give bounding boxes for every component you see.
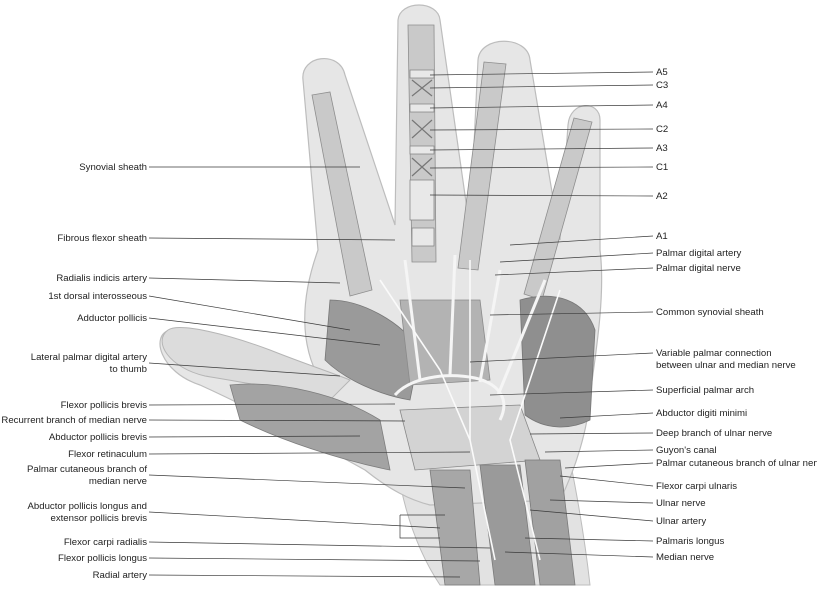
label-a5: A5 [656,67,668,78]
label-recurrent-branch-median-nerve: Recurrent branch of median nerve [1,415,147,426]
palmar-hand-illustration [160,5,602,585]
label-palmaris-longus: Palmaris longus [656,536,724,547]
label-fibrous-flexor-sheath: Fibrous flexor sheath [57,233,147,244]
leader-c3 [430,85,653,88]
leader-a4 [430,105,653,108]
label-guyons-canal: Guyon's canal [656,445,717,456]
label-adductor-pollicis: Adductor pollicis [77,313,147,324]
label-palmar-digital-artery: Palmar digital artery [656,248,742,259]
label-flexor-pollicis-brevis: Flexor pollicis brevis [61,400,148,411]
leader-palmar-cutaneous-branch-ulnar [565,463,653,468]
label-radial-artery: Radial artery [93,570,148,581]
label-common-synovial-sheath: Common synovial sheath [656,307,764,318]
label-flexor-carpi-ulnaris: Flexor carpi ulnaris [656,481,737,492]
label-synovial-sheath: Synovial sheath [79,162,147,173]
label-a1: A1 [656,231,668,242]
label-deep-branch-ulnar-nerve: Deep branch of ulnar nerve [656,428,772,439]
label-c1: C1 [656,162,668,173]
label-flexor-pollicis-longus: Flexor pollicis longus [58,553,147,564]
label-flexor-retinaculum: Flexor retinaculum [68,449,147,460]
label-palmar-cutaneous-branch-ulnar: Palmar cutaneous branch of ulnar nerve [656,458,817,469]
label-superficial-palmar-arch: Superficial palmar arch [656,385,754,396]
label-first-dorsal-interosseous: 1st dorsal interosseous [48,291,147,302]
label-flexor-carpi-radialis: Flexor carpi radialis [64,537,147,548]
label-ulnar-artery: Ulnar artery [656,516,706,527]
label-abductor-digiti-minimi: Abductor digiti minimi [656,408,747,419]
label-palmar-digital-nerve: Palmar digital nerve [656,263,741,274]
label-a3: A3 [656,143,668,154]
leader-radial-artery [149,575,460,577]
label-radialis-indicis-artery: Radialis indicis artery [56,273,147,284]
label-c3: C3 [656,80,668,91]
label-a4: A4 [656,100,668,111]
leader-abductor-pollicis-longus [149,512,440,528]
label-ulnar-nerve: Ulnar nerve [656,498,706,509]
label-abductor-pollicis-brevis: Abductor pollicis brevis [49,432,147,443]
leader-a5 [430,72,653,75]
label-a2: A2 [656,191,668,202]
label-median-nerve: Median nerve [656,552,714,563]
label-c2: C2 [656,124,668,135]
